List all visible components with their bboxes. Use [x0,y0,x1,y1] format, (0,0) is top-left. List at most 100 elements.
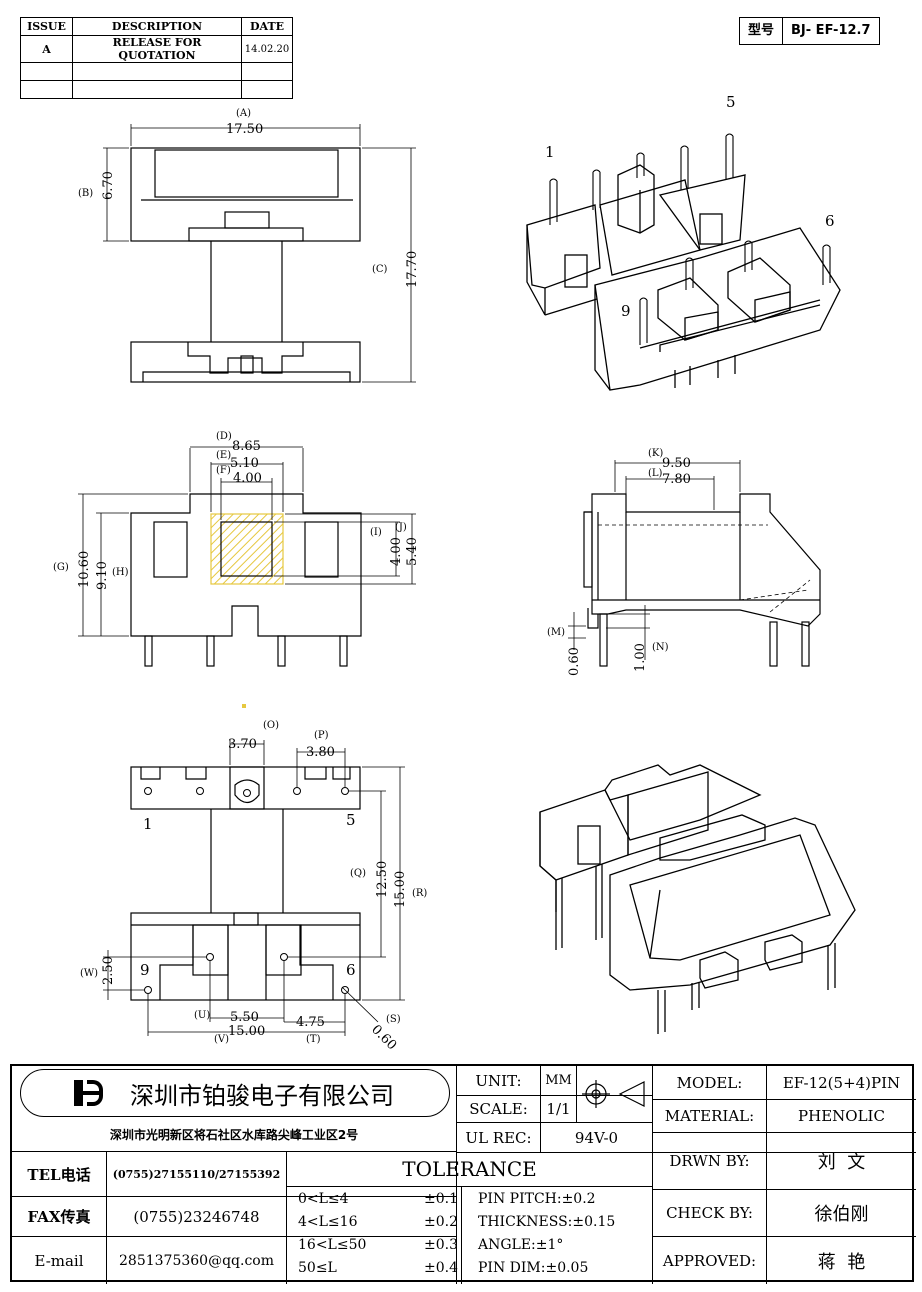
dim-F: 4.00 [233,471,262,486]
dim-S: 0.60 [368,1022,399,1053]
dim-tag-W: (W) [80,968,98,979]
dim-tag-K: (K) [648,448,663,459]
approved-value: 蒋 艳 [817,1251,866,1273]
title-block: 深圳市铂骏电子有限公司 深圳市光明新区将石社区水库路尖峰工业区2号 TEL电话 … [10,1064,916,1284]
side-view: (K) 9.50 (L) 7.80 (M) 0.60 (N) 1.00 [547,448,821,676]
iso-view-top: 1 5 6 9 [526,93,841,391]
bottom-pin-1: 1 [143,815,153,833]
tolerance-range: 0<L≤4 [298,1191,349,1207]
dim-tag-O: (O) [263,720,279,731]
dim-A: 17.50 [226,122,263,137]
dim-W: 2.50 [101,956,116,985]
top-flange-upper [130,147,361,242]
dim-tag-V: (V) [214,1034,229,1045]
tolerance-value: ±0.1 [424,1191,458,1207]
bottom-view: (O) 3.70 (P) 3.80 (Q) 12.50 (R) 15.00 (S… [80,720,427,1053]
dim-E: 5.10 [230,456,259,471]
dim-V: 15.00 [228,1024,265,1039]
dim-tag-R: (R) [412,888,427,899]
tolerance-range: 4<L≤16 [298,1214,358,1230]
dim-T: 4.75 [296,1015,325,1030]
dim-tag-S: (S) [386,1014,401,1025]
scale-label: SCALE: [469,1100,528,1118]
tolerance-list: 0<L≤4 ±0.1 4<L≤16 ±0.2 16<L≤50 ±0.3 50≤L ±0.… [298,1188,458,1280]
dim-tag-U: (U) [194,1010,210,1021]
company-address: 深圳市光明新区将石社区水库路尖峰工业区2号 [109,1127,359,1142]
rev-cell: 14.02.20 [241,35,293,63]
approved-label: APPROVED: [662,1251,757,1270]
dim-tag-P: (P) [314,730,329,741]
unit-label: UNIT: [475,1071,522,1090]
dim-R: 15.00 [393,871,408,908]
dim-U: 5.50 [230,1010,259,1025]
dim-tag-T: (T) [306,1034,321,1045]
dim-N: 1.00 [633,643,648,672]
dim-tag-H: (H) [112,567,129,578]
dim-P: 3.80 [306,745,335,760]
dim-tag-L: (L) [648,468,663,479]
tolerance-value: ±0.4 [424,1260,458,1276]
check-value: 徐伯刚 [814,1204,869,1225]
ul-value: 94V-0 [574,1128,619,1147]
email-label: E-mail [34,1251,84,1270]
tolerance-value: ±0.2 [424,1214,458,1230]
email-value: 2851375360@qq.com [119,1252,274,1269]
dim-H: 9.10 [95,561,110,590]
drawing-canvas: (A) 17.50 (B) 6.70 (C) 17.70 [53,93,856,1053]
fax-value: (0755)23246748 [133,1207,260,1226]
bottom-pin-6: 6 [346,961,356,979]
ul-label: UL REC: [465,1128,532,1147]
iso-pin-5: 5 [726,93,736,111]
dim-tag-E: (E) [216,450,231,461]
model-label: MODEL: [676,1073,743,1092]
bottom-pin-5: 5 [346,811,356,829]
revision-table: ISSUE DESCRIPTION DATE A RELEASE FOR QUO… [20,17,293,99]
tolerance-value: ±0.3 [424,1237,458,1253]
company-logo-icon [74,1078,110,1106]
dim-D: 8.65 [232,439,261,454]
dim-tag-C: (C) [372,264,388,275]
dim-tag-Q: (Q) [350,868,366,879]
dim-tag-J: (J) [395,522,407,533]
material-value: PHENOLIC [798,1107,885,1125]
tolerance-range: 50≤L [298,1260,337,1276]
dim-O: 3.70 [228,737,257,752]
dim-C: 17.70 [405,251,420,288]
company-banner [20,1069,450,1117]
dim-tag-I: (I) [370,527,382,538]
pin-pitch: PIN PITCH:±0.2 [478,1191,596,1207]
top-flange-lower [130,341,361,383]
check-label: CHECK BY: [666,1204,753,1222]
dim-Q: 12.50 [375,861,390,898]
iso-pin-6: 6 [825,212,835,230]
tolerance-range: 16<L≤50 [298,1237,367,1253]
dim-tag-M: (M) [547,627,565,638]
bottom-pin-9: 9 [140,961,150,979]
part-number-label: 型号 [740,18,784,44]
drawn-label: DRWN BY: [669,1152,750,1170]
fax-label: FAX传真 [27,1208,91,1226]
dim-tag-B: (B) [78,188,93,199]
tel-label: TEL电话 [27,1165,91,1184]
iso-pin-1: 1 [545,143,555,161]
top-view: (A) 17.50 (B) 6.70 (C) 17.70 [78,108,420,383]
dim-tag-D: (D) [216,431,232,442]
angle: ANGLE:±1° [478,1237,564,1253]
thickness: THICKNESS:±0.15 [478,1214,616,1230]
dim-K: 9.50 [662,456,691,471]
rev-cell [241,80,293,99]
dim-tag-G: (G) [53,562,69,573]
projection-symbol-icon [582,1080,645,1108]
iso-pin-9: 9 [621,302,631,320]
dim-I: 4.00 [389,537,404,566]
scale-value: 1/1 [546,1100,571,1118]
dim-G: 10.60 [77,551,92,588]
dim-B: 6.70 [101,171,116,200]
marker-dot [242,704,246,708]
rev-cell: RELEASE FOR QUOTATION [72,35,242,63]
dim-tag-N: (N) [652,642,669,653]
front-view: (D) 8.65 (E) 5.10 (F) 4.00 (G) 10.60 (H)… [53,431,420,667]
material-label: MATERIAL: [664,1107,755,1125]
dim-tag-A: (A) [236,108,251,119]
dim-tag-F: (F) [216,465,231,476]
